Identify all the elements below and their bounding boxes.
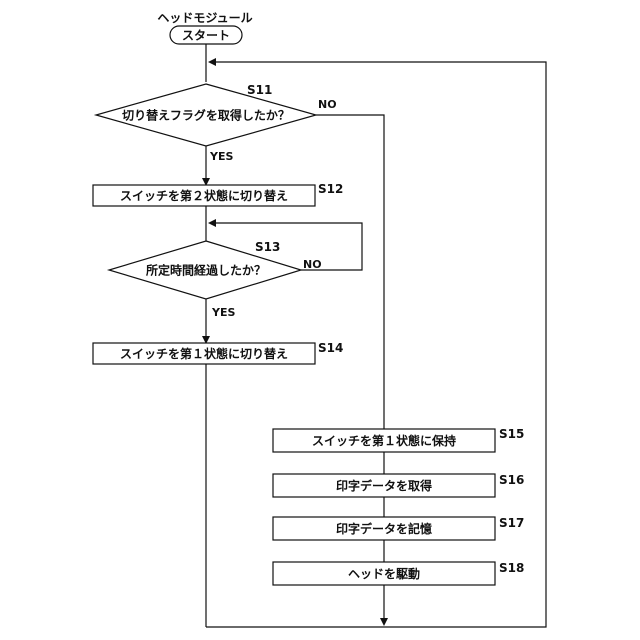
s13-no-label: NO bbox=[303, 258, 322, 271]
process-s12-text: スイッチを第２状態に切り替え bbox=[120, 188, 288, 203]
decision-s11-text: 切り替えフラグを取得したか？ bbox=[122, 108, 290, 123]
decision-s13-text: 所定時間経過したか？ bbox=[146, 263, 266, 278]
step-id-s16: S16 bbox=[499, 473, 524, 487]
process-s17-text: 印字データを記憶 bbox=[336, 521, 432, 536]
step-id-s13: S13 bbox=[255, 240, 280, 254]
process-s14-text: スイッチを第１状態に切り替え bbox=[120, 346, 288, 361]
step-id-s12: S12 bbox=[318, 182, 343, 196]
s11-no-label: NO bbox=[318, 98, 337, 111]
process-s15-text: スイッチを第１状態に保持 bbox=[312, 433, 456, 448]
step-id-s17: S17 bbox=[499, 516, 524, 530]
s11-yes-label: YES bbox=[209, 150, 233, 163]
step-id-s15: S15 bbox=[499, 427, 524, 441]
module-title: ヘッドモジュール bbox=[157, 11, 252, 25]
step-id-s18: S18 bbox=[499, 561, 524, 575]
process-s18-text: ヘッドを駆動 bbox=[348, 566, 420, 581]
start-label: スタート bbox=[182, 29, 230, 43]
step-id-s14: S14 bbox=[318, 341, 343, 355]
process-s16-text: 印字データを取得 bbox=[336, 478, 432, 493]
step-id-s11: S11 bbox=[247, 83, 272, 97]
s13-yes-label: YES bbox=[211, 306, 235, 319]
